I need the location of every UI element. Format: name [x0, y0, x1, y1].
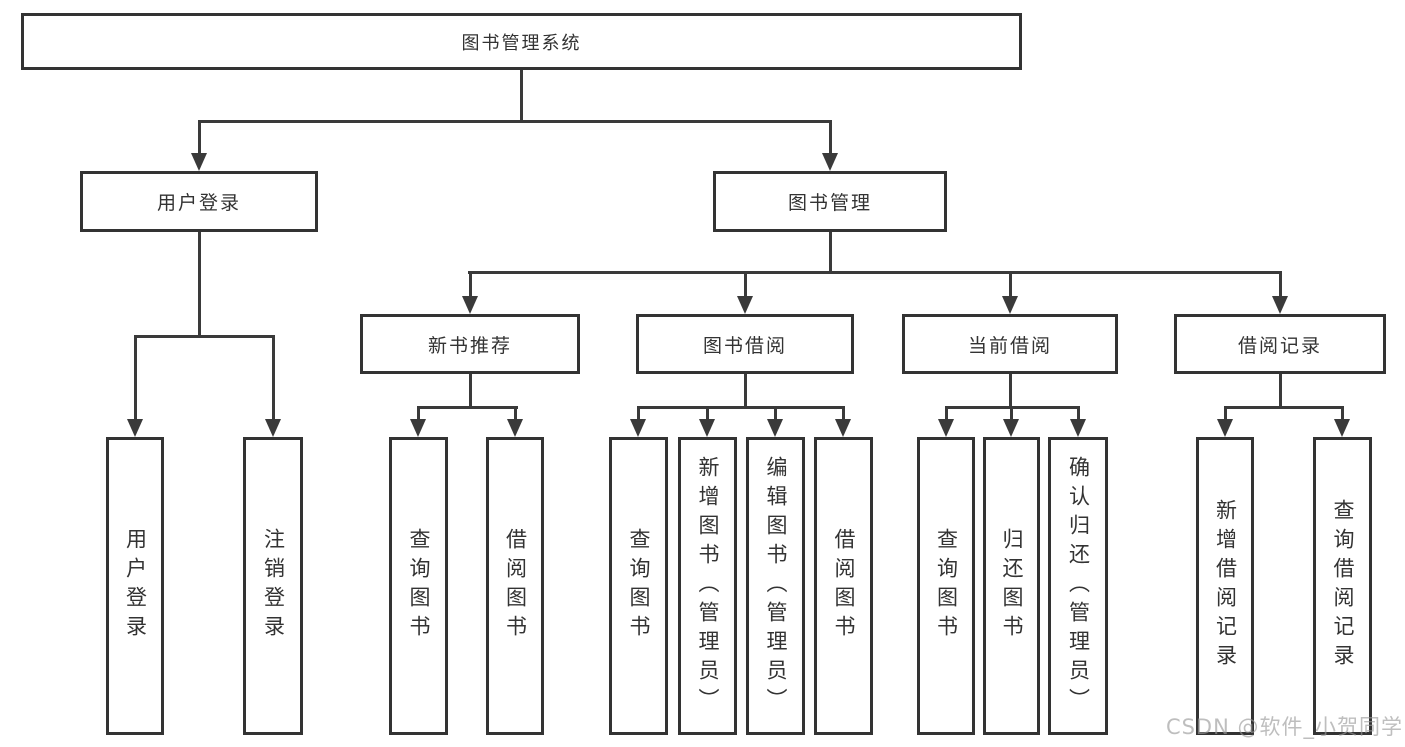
connector-line — [1224, 406, 1227, 422]
arrow-down-icon — [507, 419, 523, 437]
connector-line — [469, 271, 472, 298]
arrow-down-icon — [462, 296, 478, 314]
node-nb-query-books: 查询图书 — [389, 437, 448, 735]
node-new-book-recommend: 新书推荐 — [360, 314, 580, 374]
arrow-down-icon — [1334, 419, 1350, 437]
arrow-down-icon — [822, 153, 838, 171]
node-logout-leaf: 注销登录 — [243, 437, 303, 735]
node-bb-borrow-books: 借阅图书 — [814, 437, 873, 735]
connector-line — [706, 406, 709, 422]
connector-line — [744, 374, 747, 408]
connector-line — [198, 232, 201, 336]
arrow-down-icon — [835, 419, 851, 437]
connector-line — [469, 374, 472, 408]
connector-line — [637, 406, 640, 422]
connector-line — [134, 335, 275, 338]
arrow-down-icon — [1070, 419, 1086, 437]
connector-line — [829, 120, 832, 156]
connector-line — [198, 120, 832, 123]
arrow-down-icon — [1003, 419, 1019, 437]
arrow-down-icon — [737, 296, 753, 314]
node-user-login: 用户登录 — [80, 171, 318, 232]
node-bb-query-books: 查询图书 — [609, 437, 668, 735]
connector-line — [514, 406, 517, 422]
arrow-down-icon — [699, 419, 715, 437]
connector-line — [134, 335, 137, 421]
connector-line — [1224, 406, 1344, 409]
arrow-down-icon — [1002, 296, 1018, 314]
connector-line — [1009, 374, 1012, 408]
node-cb-confirm-return-admin: 确认归还（管理员） — [1048, 437, 1108, 735]
connector-line — [272, 335, 275, 421]
connector-line — [520, 70, 523, 122]
connector-line — [637, 406, 845, 409]
arrow-down-icon — [630, 419, 646, 437]
connector-line — [468, 271, 1282, 274]
connector-line — [774, 406, 777, 422]
connector-line — [829, 232, 832, 273]
node-book-borrowing: 图书借阅 — [636, 314, 854, 374]
node-nb-borrow-books: 借阅图书 — [486, 437, 544, 735]
connector-line — [1077, 406, 1080, 422]
connector-line — [945, 406, 948, 422]
node-cb-query-books: 查询图书 — [917, 437, 975, 735]
watermark-text: CSDN @软件_小贺同学 — [1165, 715, 1403, 739]
node-bb-add-books-admin: 新增图书（管理员） — [678, 437, 737, 735]
connector-line — [1341, 406, 1344, 422]
connector-line — [198, 120, 201, 156]
arrow-down-icon — [1272, 296, 1288, 314]
node-borrowing-records: 借阅记录 — [1174, 314, 1386, 374]
connector-line — [1009, 271, 1012, 298]
node-bb-edit-books-admin: 编辑图书（管理员） — [746, 437, 805, 735]
connector-line — [417, 406, 518, 409]
node-user-login-leaf: 用户登录 — [106, 437, 164, 735]
arrow-down-icon — [265, 419, 281, 437]
arrow-down-icon — [938, 419, 954, 437]
node-cb-return-books: 归还图书 — [983, 437, 1040, 735]
connector-line — [1010, 406, 1013, 422]
node-br-add-record: 新增借阅记录 — [1196, 437, 1254, 735]
connector-line — [417, 406, 420, 422]
arrow-down-icon — [191, 153, 207, 171]
node-book-management: 图书管理 — [713, 171, 947, 232]
arrow-down-icon — [767, 419, 783, 437]
node-current-borrowing: 当前借阅 — [902, 314, 1118, 374]
connector-line — [744, 271, 747, 298]
arrow-down-icon — [1217, 419, 1233, 437]
arrow-down-icon — [410, 419, 426, 437]
connector-line — [1279, 271, 1282, 298]
connector-line — [842, 406, 845, 422]
arrow-down-icon — [127, 419, 143, 437]
node-root: 图书管理系统 — [21, 13, 1022, 70]
node-br-query-record: 查询借阅记录 — [1313, 437, 1372, 735]
connector-line — [1279, 374, 1282, 408]
